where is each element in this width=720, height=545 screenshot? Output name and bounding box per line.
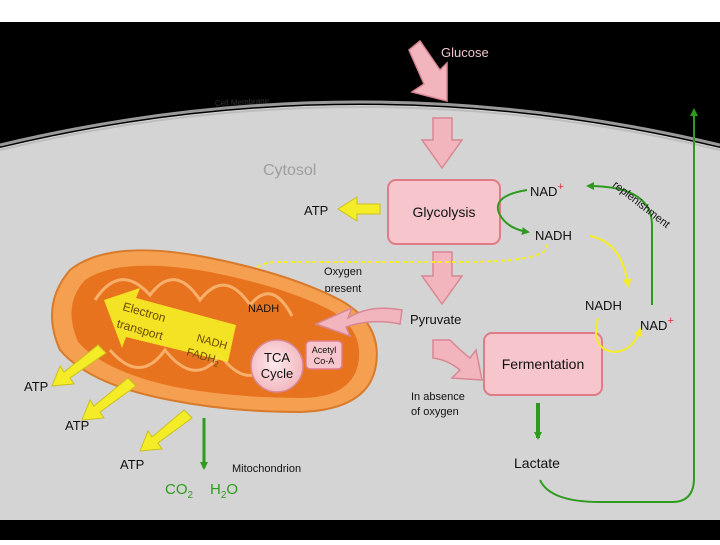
nadh-to-nad-ferm-arrow — [595, 317, 643, 354]
nad-plus-top-label: NAD+ — [530, 181, 564, 199]
tca-label-1: TCA — [264, 350, 290, 365]
absence-label-2: of oxygen — [411, 406, 459, 418]
glucose-label: Glucose — [441, 45, 489, 60]
pyruvate-label: Pyruvate — [410, 312, 461, 327]
tca-cycle-circle — [250, 339, 304, 393]
pyruvate-to-fermentation-arrow — [432, 339, 483, 381]
nadh-to-fermentation-arrow — [589, 235, 632, 288]
pyruvate-to-acetyl-arrow — [313, 306, 403, 338]
glycolysis-box — [387, 179, 501, 245]
glucose-to-glycolysis-arrow — [420, 117, 464, 170]
lactate-label: Lactate — [514, 455, 560, 471]
fermentation-label: Fermentation — [502, 356, 584, 372]
nad-to-nadh-arrow — [496, 189, 530, 236]
nadh-top-label: NADH — [535, 228, 572, 243]
glycolysis-label: Glycolysis — [412, 204, 475, 220]
atp-arrow-etc-2 — [81, 377, 137, 421]
atp-arrow-glycolysis — [337, 196, 381, 222]
nadh-mito-label: NADH — [248, 303, 279, 315]
atp-etc-label-1: ATP — [24, 379, 48, 394]
lactate-export-arrow — [539, 108, 698, 503]
tca-label-2: Cycle — [261, 366, 294, 381]
atp-etc-label-3: ATP — [120, 457, 144, 472]
cell-membrane — [0, 100, 720, 147]
co2-label: CO2 — [165, 481, 194, 501]
bottom-band — [0, 520, 720, 540]
mitochondrion-label: Mitochondrion — [232, 463, 301, 475]
glycolysis-to-pyruvate-arrow — [420, 251, 464, 306]
replenishment-arrow — [586, 182, 653, 305]
electron-transport-arrow — [104, 288, 236, 362]
mitochondrion-cristae — [93, 278, 294, 377]
oxygen-present-label-1: Oxygen — [324, 266, 362, 278]
atp-glycolysis-label: ATP — [304, 203, 328, 218]
nad-plus-ferm-label: NAD+ — [640, 315, 674, 333]
absence-label-1: In absence — [411, 391, 465, 403]
acetyl-coa-box — [305, 340, 343, 370]
glucose-arrow — [408, 39, 448, 102]
acetyl-label-1: Acetyl — [312, 345, 337, 355]
oxygen-present-label-2: present — [325, 283, 362, 295]
nadh-ferm-label: NADH — [585, 298, 622, 313]
h2o-label: H2O — [210, 481, 238, 501]
atp-arrow-etc-3 — [139, 409, 193, 452]
fermentation-box — [483, 332, 603, 396]
cytosol-label: Cytosol — [263, 162, 316, 179]
cell-membrane-label: Cell Membrane — [215, 96, 270, 108]
atp-arrow-etc-1 — [51, 344, 107, 387]
atp-etc-label-2: ATP — [65, 418, 89, 433]
acetyl-label-2: Co-A — [314, 356, 335, 366]
